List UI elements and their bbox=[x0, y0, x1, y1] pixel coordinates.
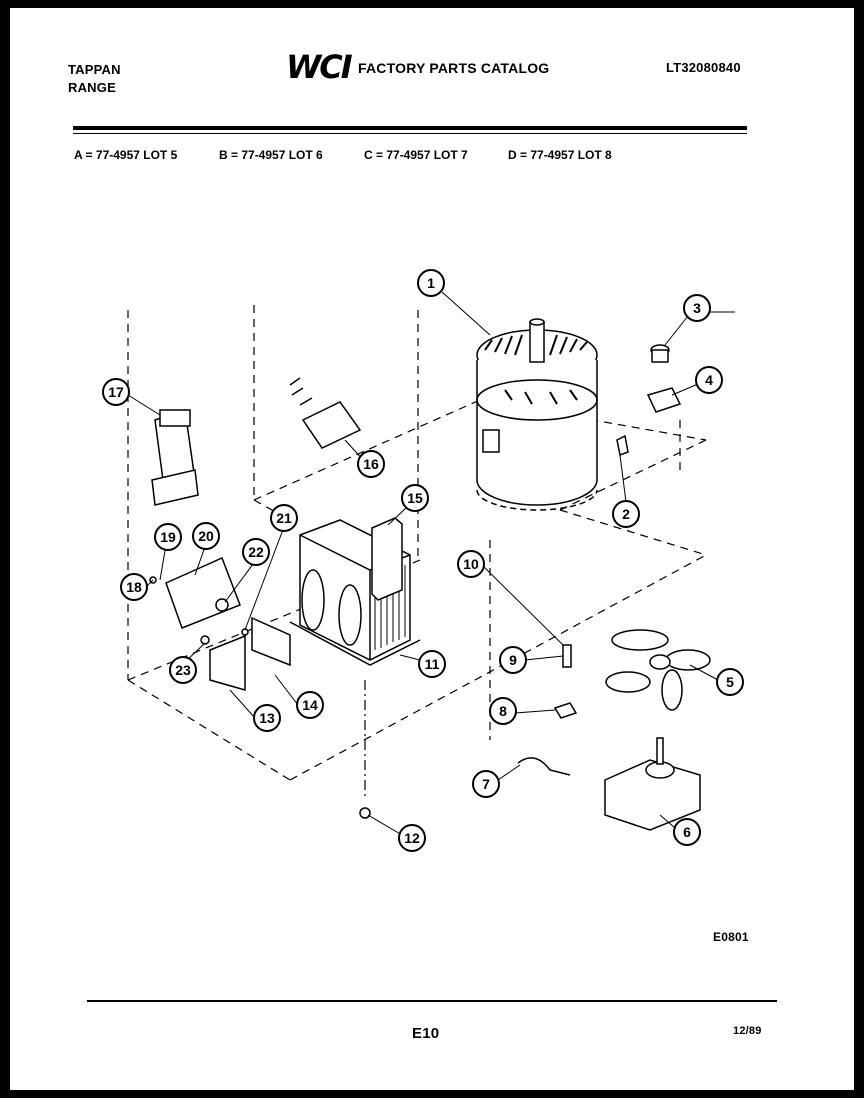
callout-balloon bbox=[417, 269, 445, 297]
callout-21: 21 bbox=[270, 504, 298, 532]
callout-number: 2 bbox=[622, 506, 630, 522]
callout-number: 23 bbox=[175, 662, 191, 678]
catalog-title: FACTORY PARTS CATALOG bbox=[358, 60, 550, 76]
catalog-sheet bbox=[10, 8, 854, 1090]
callout-balloon bbox=[612, 500, 640, 528]
callout-balloon bbox=[270, 504, 298, 532]
callout-number: 19 bbox=[160, 529, 176, 545]
callout-number: 8 bbox=[499, 703, 507, 719]
callout-15: 15 bbox=[401, 484, 429, 512]
callout-22: 22 bbox=[242, 538, 270, 566]
header-rule-thin bbox=[73, 133, 747, 134]
callout-balloon bbox=[102, 378, 130, 406]
callout-number: 12 bbox=[404, 830, 420, 846]
leader-lines bbox=[127, 291, 735, 836]
callout-1: 1 bbox=[417, 269, 445, 297]
model-number: LT32080840 bbox=[666, 60, 741, 75]
callout-balloon bbox=[499, 646, 527, 674]
callout-number: 20 bbox=[198, 528, 214, 544]
callout-balloon bbox=[457, 550, 485, 578]
callout-balloon bbox=[169, 656, 197, 684]
callout-13: 13 bbox=[253, 704, 281, 732]
callout-number: 1 bbox=[427, 275, 435, 291]
callout-number: 6 bbox=[683, 824, 691, 840]
wci-logo: WCI bbox=[286, 48, 353, 86]
lot-a: A = 77-4957 LOT 5 bbox=[74, 148, 178, 162]
callout-number: 15 bbox=[407, 490, 423, 506]
callout-balloon bbox=[253, 704, 281, 732]
callout-20: 20 bbox=[192, 522, 220, 550]
callout-number: 13 bbox=[259, 710, 275, 726]
callout-19: 19 bbox=[154, 523, 182, 551]
callout-18: 18 bbox=[120, 573, 148, 601]
callout-12: 12 bbox=[398, 824, 426, 852]
callout-balloon bbox=[242, 538, 270, 566]
callout-23: 23 bbox=[169, 656, 197, 684]
control-board-20 bbox=[165, 556, 241, 629]
callout-2: 2 bbox=[612, 500, 640, 528]
callout-number: 21 bbox=[276, 510, 292, 526]
small-parts bbox=[149, 344, 682, 819]
callout-5: 5 bbox=[716, 668, 744, 696]
fan-blade-5 bbox=[605, 629, 711, 711]
callout-number: 3 bbox=[693, 300, 701, 316]
callout-balloon bbox=[472, 770, 500, 798]
date-code: 12/89 bbox=[733, 1025, 762, 1037]
callout-number: 9 bbox=[509, 652, 517, 668]
callout-balloon bbox=[489, 697, 517, 725]
callout-balloon bbox=[398, 824, 426, 852]
callout-16: 16 bbox=[357, 450, 385, 478]
page-number: E10 bbox=[412, 1025, 440, 1042]
cover-plate-13-14 bbox=[209, 616, 291, 691]
callout-number: 14 bbox=[302, 697, 318, 713]
callout-14: 14 bbox=[296, 691, 324, 719]
dashed-base-outline bbox=[127, 305, 707, 800]
motor-assembly bbox=[476, 318, 598, 511]
callout-number: 7 bbox=[482, 776, 490, 792]
callout-balloon bbox=[120, 573, 148, 601]
callout-number: 10 bbox=[463, 556, 479, 572]
callout-number: 4 bbox=[705, 372, 713, 388]
header-rule-thick bbox=[73, 126, 747, 130]
callout-8: 8 bbox=[489, 697, 517, 725]
callout-17: 17 bbox=[102, 378, 130, 406]
callout-number: 11 bbox=[425, 656, 440, 672]
brand-name: TAPPAN bbox=[68, 62, 121, 77]
lot-d: D = 77-4957 LOT 8 bbox=[508, 148, 612, 162]
callout-balloon bbox=[401, 484, 429, 512]
callout-number: 5 bbox=[726, 674, 734, 690]
callout-balloon bbox=[192, 522, 220, 550]
callout-number: 22 bbox=[248, 544, 264, 560]
callout-7: 7 bbox=[472, 770, 500, 798]
product-type: RANGE bbox=[68, 80, 116, 95]
callout-11: 11 bbox=[418, 650, 446, 678]
callout-balloon bbox=[418, 650, 446, 678]
callout-number: 18 bbox=[126, 579, 142, 595]
harness-16 bbox=[289, 377, 362, 449]
callout-10: 10 bbox=[457, 550, 485, 578]
lot-b: B = 77-4957 LOT 6 bbox=[219, 148, 323, 162]
callout-3: 3 bbox=[683, 294, 711, 322]
callout-balloon bbox=[673, 818, 701, 846]
lot-c: C = 77-4957 LOT 7 bbox=[364, 148, 468, 162]
transformer-assembly bbox=[289, 517, 421, 666]
callout-balloon bbox=[154, 523, 182, 551]
callout-balloon bbox=[296, 691, 324, 719]
callout-balloon bbox=[357, 450, 385, 478]
callout-6: 6 bbox=[673, 818, 701, 846]
fan-motor-6 bbox=[604, 737, 701, 831]
callout-balloon bbox=[695, 366, 723, 394]
callout-balloon bbox=[716, 668, 744, 696]
bracket-17 bbox=[151, 409, 199, 506]
callout-number: 16 bbox=[363, 456, 379, 472]
callout-number: 17 bbox=[108, 384, 124, 400]
callout-balloon bbox=[683, 294, 711, 322]
callout-9: 9 bbox=[499, 646, 527, 674]
callout-4: 4 bbox=[695, 366, 723, 394]
footer-rule bbox=[87, 1000, 777, 1002]
figure-code: E0801 bbox=[713, 930, 749, 944]
